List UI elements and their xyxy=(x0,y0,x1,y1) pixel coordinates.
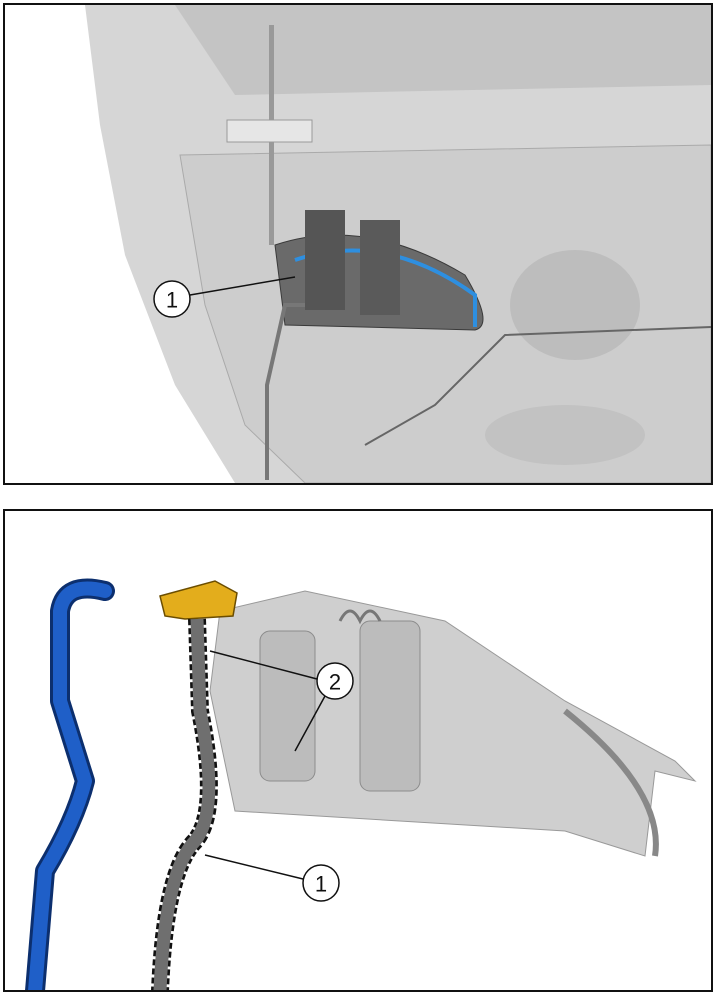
rod-guide xyxy=(226,119,313,143)
handle-bracket-left xyxy=(305,210,345,310)
release-cable xyxy=(265,303,305,480)
handle-housing xyxy=(209,590,697,857)
cable-line xyxy=(364,326,711,446)
callout-leader xyxy=(189,276,296,296)
callout-circle xyxy=(302,864,340,902)
callout-label: 1 xyxy=(315,872,327,897)
spring xyxy=(338,609,382,625)
illustration-panel-door-overview: 1 xyxy=(3,3,713,485)
callout-circle xyxy=(153,280,191,318)
illustration-panel-handle-detail: 2 1 xyxy=(3,509,713,992)
speaker-recess xyxy=(510,250,640,360)
handle-detail-illustration: 2 1 xyxy=(5,511,711,990)
callout-leader xyxy=(209,650,318,680)
door-overview-illustration: 1 xyxy=(5,5,711,483)
bracket-right xyxy=(359,620,421,792)
callout-label: 2 xyxy=(329,670,341,695)
callout-leader xyxy=(204,854,304,880)
lock-rod-blue xyxy=(28,581,112,990)
callout-circle xyxy=(316,662,354,700)
handle-bracket-right xyxy=(360,220,400,315)
housing-edge xyxy=(563,708,659,857)
callout-leader xyxy=(294,695,326,752)
yellow-clip xyxy=(159,580,238,620)
bracket-left xyxy=(259,630,316,782)
window-frame xyxy=(175,5,711,95)
release-cable xyxy=(153,618,216,990)
callout-label: 1 xyxy=(166,288,178,313)
armrest-area xyxy=(485,405,645,465)
